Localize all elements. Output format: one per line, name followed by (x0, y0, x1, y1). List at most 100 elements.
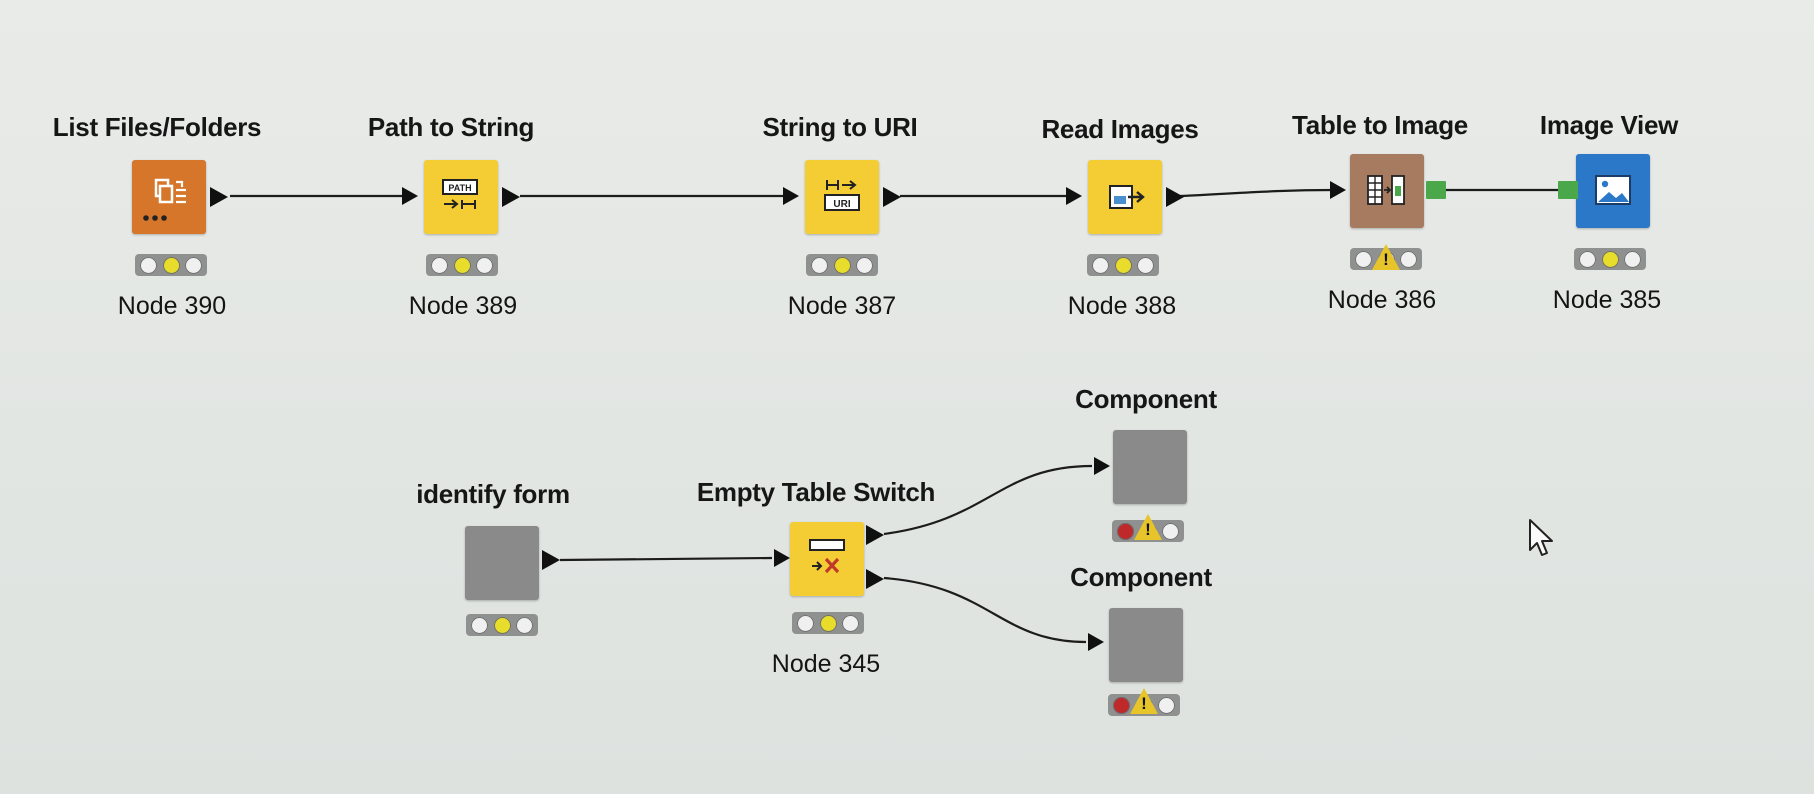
node-label[interactable]: Node 345 (771, 650, 881, 678)
connection-388-386[interactable] (1179, 188, 1335, 198)
status-light-yellow (162, 256, 180, 274)
output-port[interactable] (1166, 187, 1184, 207)
node-identify-form[interactable] (465, 526, 539, 600)
status-indicator (426, 254, 498, 276)
status-light-green (842, 614, 859, 632)
read-images-icon (1109, 185, 1145, 209)
status-light-red (797, 614, 814, 632)
component-icon (1113, 430, 1187, 504)
node-label[interactable]: Node 387 (787, 292, 897, 320)
status-indicator (792, 612, 864, 634)
status-light-green (1162, 522, 1179, 540)
uri-text: URI (833, 199, 850, 210)
node-path-to-string[interactable]: PATH (424, 160, 498, 234)
connection-identify-345[interactable] (559, 556, 773, 562)
status-light-green (1624, 250, 1641, 268)
warning-icon[interactable] (1372, 244, 1400, 270)
input-port[interactable] (402, 187, 418, 205)
node-title-identify-form[interactable]: identify form (416, 479, 570, 509)
node-read-images[interactable] (1088, 160, 1162, 234)
warning-mark: ! (1141, 694, 1147, 713)
status-light-yellow (453, 256, 471, 274)
node-label[interactable]: Node 390 (117, 292, 227, 320)
status-light-red (1113, 696, 1130, 714)
status-light-yellow (1601, 250, 1619, 268)
string-to-uri-icon: URI (824, 180, 860, 211)
table-to-image-icon (1367, 175, 1405, 205)
list-files-icon (143, 178, 186, 221)
component-icon (1109, 608, 1183, 682)
output-port-bottom[interactable] (866, 569, 884, 589)
status-light-red (811, 256, 828, 274)
status-indicator (806, 254, 878, 276)
path-text: PATH (448, 183, 471, 193)
status-light-yellow (833, 256, 851, 274)
status-light-green (1158, 696, 1175, 714)
input-port[interactable] (1094, 457, 1110, 475)
image-input-port[interactable] (1558, 181, 1578, 199)
node-string-to-uri[interactable]: URI (805, 160, 879, 234)
status-indicator (135, 254, 207, 276)
input-port[interactable] (774, 549, 790, 567)
component-icon (465, 526, 539, 600)
status-light-red (140, 256, 157, 274)
node-component-2[interactable] (1109, 608, 1183, 682)
node-title-component-1[interactable]: Component (1075, 384, 1217, 414)
mouse-cursor-icon (1529, 519, 1553, 556)
node-label[interactable]: Node 388 (1067, 292, 1177, 320)
node-image-view[interactable] (1576, 154, 1650, 228)
output-port[interactable] (210, 187, 228, 207)
status-indicator (466, 614, 538, 636)
status-light-green (476, 256, 493, 274)
status-light-green (516, 616, 533, 634)
image-view-icon (1595, 175, 1631, 205)
node-label[interactable]: Node 385 (1552, 286, 1662, 314)
input-port[interactable] (1066, 187, 1082, 205)
empty-table-switch-icon (809, 539, 845, 574)
node-list-files[interactable] (132, 160, 206, 234)
node-title-component-2[interactable]: Component (1070, 562, 1212, 592)
node-title-read-images[interactable]: Read Images (1041, 114, 1199, 144)
status-light-red (1579, 250, 1596, 268)
node-title-empty-table-switch[interactable]: Empty Table Switch (696, 477, 936, 507)
node-title-list-files[interactable]: List Files/Folders (52, 112, 262, 142)
output-port-top[interactable] (866, 525, 884, 545)
output-port[interactable] (883, 187, 901, 207)
warning-mark: ! (1145, 520, 1151, 539)
warning-icon[interactable] (1130, 688, 1158, 714)
path-to-string-icon: PATH (442, 179, 478, 209)
output-port[interactable] (542, 550, 560, 570)
status-light-red (471, 616, 488, 634)
connection-345-component2[interactable] (883, 576, 1087, 644)
node-title-table-to-image[interactable]: Table to Image (1292, 110, 1468, 140)
node-label[interactable]: Node 386 (1327, 286, 1437, 314)
output-port[interactable] (502, 187, 520, 207)
status-indicator (1087, 254, 1159, 276)
status-light-yellow (493, 616, 511, 634)
warning-icon[interactable] (1134, 514, 1162, 540)
status-light-green (856, 256, 873, 274)
status-light-yellow (1114, 256, 1132, 274)
status-light-yellow (819, 614, 837, 632)
status-light-red (1117, 522, 1134, 540)
input-port[interactable] (1330, 181, 1346, 199)
status-light-red (1092, 256, 1109, 274)
node-title-path-to-string[interactable]: Path to String (367, 112, 535, 142)
status-light-red (431, 256, 448, 274)
node-empty-table-switch[interactable] (790, 522, 864, 596)
input-port[interactable] (783, 187, 799, 205)
warning-mark: ! (1383, 250, 1389, 269)
node-title-image-view[interactable]: Image View (1539, 110, 1679, 140)
status-light-red (1355, 250, 1372, 268)
node-table-to-image[interactable] (1350, 154, 1424, 228)
node-component-1[interactable] (1113, 430, 1187, 504)
image-output-port[interactable] (1426, 181, 1446, 199)
node-title-string-to-uri[interactable]: String to URI (762, 112, 918, 142)
status-light-green (1137, 256, 1154, 274)
status-indicator (1574, 248, 1646, 270)
input-port[interactable] (1088, 633, 1104, 651)
node-label[interactable]: Node 389 (408, 292, 518, 320)
status-light-green (185, 256, 202, 274)
status-light-green (1400, 250, 1417, 268)
